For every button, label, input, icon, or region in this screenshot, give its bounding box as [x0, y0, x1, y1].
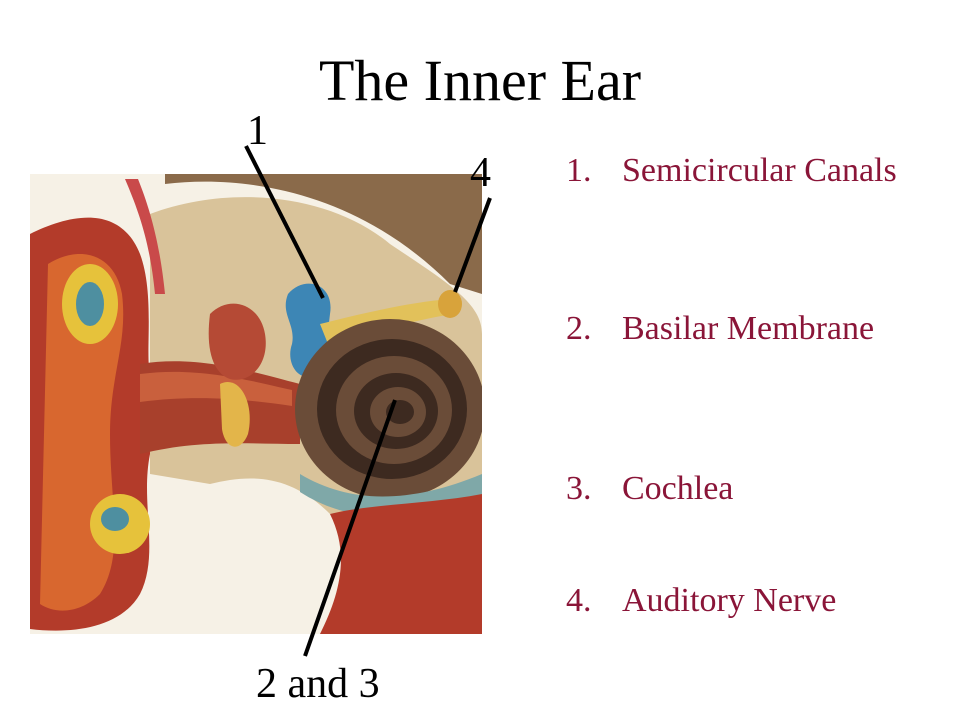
list-item-label: Semicircular Canals — [622, 152, 897, 189]
list-item-label: Basilar Membrane — [622, 310, 875, 347]
list-item-number: 4. — [566, 582, 592, 619]
cochlea-shape — [295, 319, 482, 499]
list-item-label: Auditory Nerve — [622, 582, 837, 619]
callout-label-4: 4 — [470, 150, 491, 196]
list-item-number: 3. — [566, 470, 592, 507]
list-item-number: 1. — [566, 152, 592, 189]
ossicles-shape — [208, 303, 266, 380]
ear-anatomy-illustration — [30, 174, 482, 634]
list-item-number: 2. — [566, 310, 592, 347]
callout-label-2-and-3: 2 and 3 — [256, 661, 380, 707]
list-item-label: Cochlea — [622, 470, 734, 507]
list-item: 1. Semicircular Canals — [560, 150, 897, 192]
list-item: 3. Cochlea — [560, 468, 733, 510]
callout-label-1: 1 — [247, 108, 268, 154]
list-item: 2. Basilar Membrane — [560, 308, 874, 350]
slide-title: The Inner Ear — [318, 48, 642, 113]
list-item: 4. Auditory Nerve — [560, 580, 836, 622]
